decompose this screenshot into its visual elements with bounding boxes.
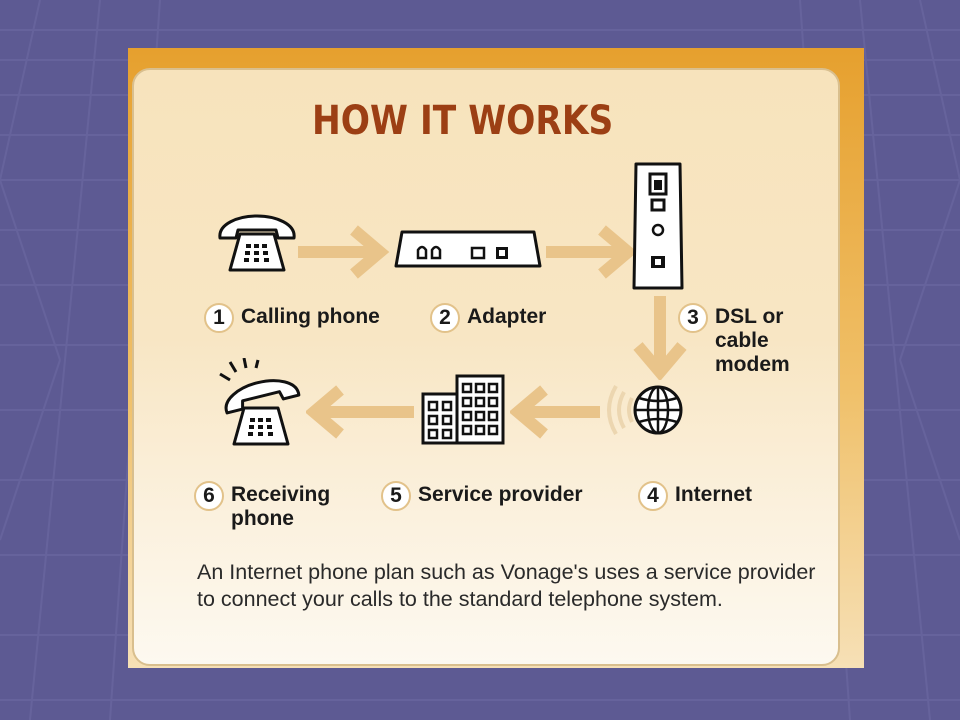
- step-label: Receiving phone: [231, 483, 331, 530]
- step-number: 6: [194, 481, 224, 511]
- step-receiving-phone: 6 Receiving phone: [194, 481, 351, 531]
- step-number: 5: [381, 481, 411, 511]
- diagram-card: [132, 68, 840, 666]
- step-internet: 4 Internet: [638, 481, 752, 511]
- buildings-icon: [421, 374, 505, 445]
- step-number: 3: [678, 303, 708, 333]
- step-label: Internet: [675, 483, 753, 506]
- ringing-telephone-icon: [219, 358, 301, 446]
- modem-icon: [632, 162, 684, 290]
- step-adapter: 2 Adapter: [430, 303, 546, 333]
- arrow-left-icon: [306, 385, 414, 439]
- arrow-left-icon: [510, 385, 600, 439]
- globe-icon: [607, 384, 683, 436]
- step-calling-phone: 1 Calling phone: [204, 303, 380, 333]
- arrow-down-icon: [633, 296, 687, 380]
- step-label: Calling phone: [241, 305, 380, 328]
- step-number: 1: [204, 303, 234, 333]
- arrow-right-icon: [546, 225, 638, 279]
- step-label: Service provider: [418, 483, 583, 506]
- step-label: Adapter: [467, 305, 547, 328]
- arrow-right-icon: [298, 225, 390, 279]
- step-number: 4: [638, 481, 668, 511]
- step-number: 2: [430, 303, 460, 333]
- adapter-icon: [394, 230, 542, 268]
- step-service-provider: 5 Service provider: [381, 481, 583, 511]
- diagram-description: An Internet phone plan such as Vonage's …: [197, 560, 816, 611]
- diagram-title: HOW IT WORKS: [312, 98, 614, 144]
- step-dsl-cable-modem: 3 DSL or cable modem: [678, 303, 807, 377]
- telephone-icon: [218, 214, 296, 272]
- step-label: DSL or cable modem: [715, 305, 790, 376]
